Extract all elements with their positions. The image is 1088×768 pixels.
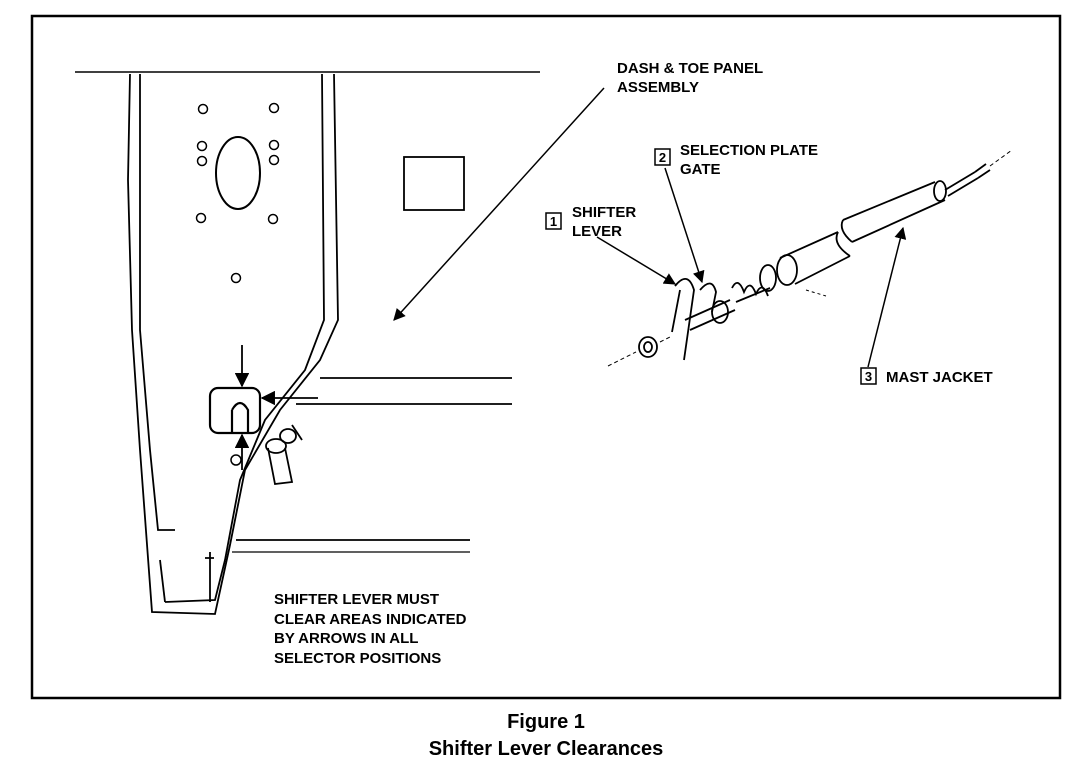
dash-toe-panel — [75, 71, 540, 615]
shifter-lever-label-line1: SHIFTER — [572, 204, 636, 221]
clearance-note-line4: SELECTOR POSITIONS — [274, 650, 441, 667]
dash-panel-label-line1: DASH & TOE PANEL — [617, 60, 763, 77]
panel-square-cutout — [403, 156, 465, 211]
mast-jacket-label: MAST JACKET — [886, 369, 993, 386]
dash-panel-label-line2: ASSEMBLY — [617, 79, 699, 96]
clearance-note-line2: CLEAR AREAS INDICATED — [274, 611, 467, 628]
clearance-note-line1: SHIFTER LEVER MUST — [274, 591, 439, 608]
svg-text:1: 1 — [550, 214, 557, 229]
selection-plate-label-line2: GATE — [680, 161, 721, 178]
steering-column — [607, 149, 1013, 367]
shifter-lever-label-line2: LEVER — [572, 223, 622, 240]
shifter-clearance-opening — [208, 345, 318, 470]
figure-number: Figure 1 — [507, 711, 585, 733]
clearance-note-line3: BY ARROWS IN ALL — [274, 630, 418, 647]
selection-plate-label-line1: SELECTION PLATE — [680, 142, 818, 159]
column-stub — [265, 424, 303, 485]
callout-box-3: 3 — [860, 367, 877, 385]
callout-box-2: 2 — [654, 148, 671, 166]
callout-box-1: 1 — [545, 212, 562, 230]
figure-title: Shifter Lever Clearances — [429, 738, 664, 760]
panel-mounting-holes — [195, 102, 280, 466]
svg-text:3: 3 — [865, 369, 872, 384]
figure-frame — [30, 14, 1062, 700]
callout-leaders — [596, 167, 907, 368]
dash-panel-leader — [393, 87, 605, 321]
svg-text:2: 2 — [659, 150, 666, 165]
